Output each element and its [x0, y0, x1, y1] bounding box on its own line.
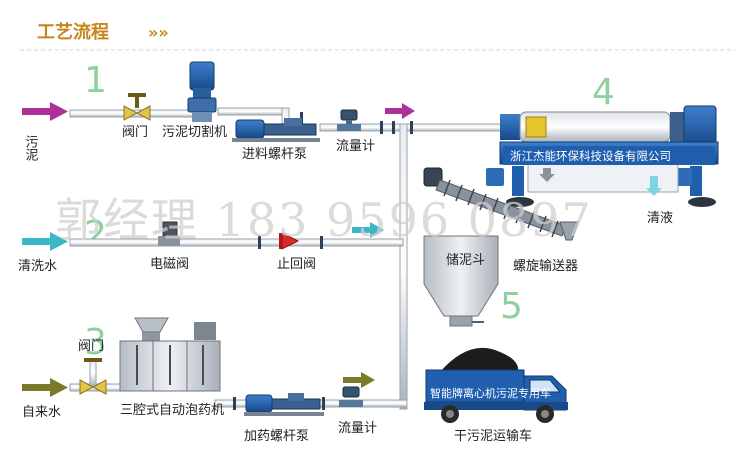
- solenoid-valve-label: 电磁阀: [150, 257, 189, 272]
- flow-arrow-wash: [352, 222, 384, 238]
- flowmeter-line1: [337, 109, 361, 131]
- valve1-label: 阀门: [122, 125, 148, 140]
- valve3-label: 阀门: [78, 339, 104, 354]
- sludge-truck: [424, 347, 568, 423]
- pipe-trunk: [399, 123, 408, 410]
- phone-watermark: 郭经理 183 9596 0897: [55, 193, 593, 247]
- cutter-label: 污泥切割机: [162, 124, 227, 140]
- pipe-line2: [69, 238, 404, 247]
- decanter-centrifuge: [486, 105, 719, 207]
- flowmeter1-label: 流量计: [336, 139, 375, 154]
- feed-screw-pump: [232, 118, 320, 142]
- pipe-line1-b: [217, 107, 289, 116]
- sludge-hopper: [423, 235, 499, 327]
- step-number-4: 4: [592, 72, 615, 113]
- clear-liquid-label: 清液: [647, 211, 673, 226]
- dosing-machine: [119, 317, 221, 392]
- flow-arrow-to-centrifuge: [385, 103, 415, 119]
- step-number-1: 1: [84, 60, 107, 101]
- truck-label: 干污泥运输车: [454, 428, 532, 444]
- check-valve-label: 止回阀: [277, 257, 316, 272]
- truck-banner: 智能牌离心机污泥专用车: [430, 386, 551, 400]
- dosing-screw-pump: [244, 393, 324, 416]
- company-banner: 浙江杰能环保科技设备有限公司: [510, 149, 671, 163]
- step-number-5: 5: [500, 286, 523, 327]
- dosing-machine-label: 三腔式自动泡药机: [120, 403, 224, 418]
- dosing-pump-label: 加药螺杆泵: [244, 429, 309, 444]
- sludge-input-label: 污泥: [23, 135, 39, 161]
- pipe-line3-riser: [89, 359, 97, 387]
- conveyor-label: 螺旋输送器: [513, 258, 578, 274]
- valve-line1: [123, 93, 151, 121]
- washwater-input-label: 清洗水: [18, 259, 57, 274]
- sludge-cutter: [187, 61, 217, 122]
- sludge-inlet-arrow: [22, 102, 68, 121]
- flowmeter-line3: [339, 386, 363, 407]
- header-title: 工艺流程: [37, 21, 109, 43]
- header-chevrons: »»: [148, 23, 169, 42]
- header: 工艺流程 »»: [20, 21, 735, 51]
- flow-arrow-dosing: [343, 372, 375, 388]
- flowmeter3-label: 流量计: [338, 421, 377, 436]
- screw-conveyor: [423, 167, 579, 241]
- solenoid-valve: [158, 221, 180, 246]
- company-banner-bg: [503, 146, 715, 165]
- hopper-label: 储泥斗: [446, 253, 485, 268]
- check-valve: [279, 232, 300, 250]
- valve-line3: [79, 358, 107, 395]
- label-sludge-input: 污泥: [23, 135, 39, 161]
- feed-pump-label: 进料螺杆泵: [242, 147, 307, 162]
- step-number-3: 3: [84, 322, 107, 363]
- tapwater-inlet-arrow: [22, 378, 68, 397]
- washwater-inlet-arrow: [22, 232, 68, 251]
- tapwater-input-label: 自来水: [22, 405, 61, 420]
